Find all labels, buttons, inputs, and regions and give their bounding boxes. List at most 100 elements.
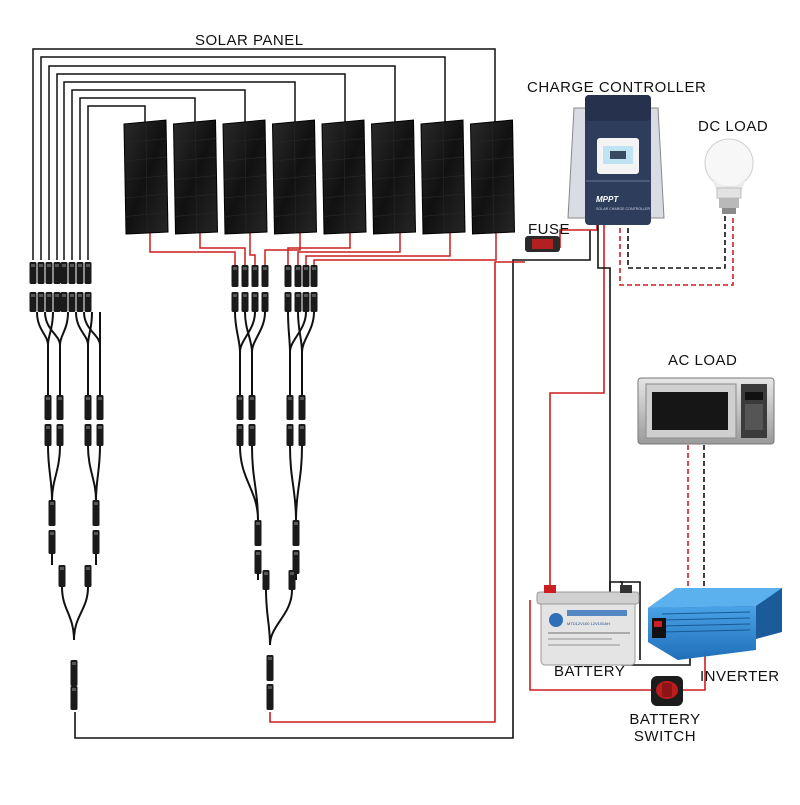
battery-device xyxy=(536,585,640,666)
mc4-connector xyxy=(76,292,84,312)
solar-panels xyxy=(123,119,516,235)
battery-label: BATTERY xyxy=(554,663,626,680)
charge-controller-label: CHARGE CONTROLLER xyxy=(527,79,707,96)
panel-negative-wires xyxy=(32,48,496,260)
mc4-connector xyxy=(284,292,292,312)
mc4-connector xyxy=(302,265,310,287)
solar-panel xyxy=(469,119,516,235)
light-bulb-icon xyxy=(704,138,754,214)
ac-load-wires xyxy=(687,445,705,590)
solar-panel xyxy=(370,119,417,235)
battery-switch-label-line2: SWITCH xyxy=(633,728,697,745)
dc-load-label: DC LOAD xyxy=(698,118,769,135)
solar-panel-label: SOLAR PANEL xyxy=(195,32,304,49)
mc4-connector xyxy=(96,395,104,420)
charge-controller-device xyxy=(567,95,665,225)
mc4-connector xyxy=(261,292,269,312)
mc4-connector xyxy=(92,500,100,526)
mc4-connector xyxy=(37,292,45,312)
inline-fuse xyxy=(525,236,560,252)
solar-panel xyxy=(222,119,268,235)
mc4-connector xyxy=(84,292,92,312)
mc4-connector xyxy=(53,292,61,312)
mc4-connector xyxy=(254,550,262,574)
mc4-connector xyxy=(92,530,100,554)
mc4-connector xyxy=(84,262,92,284)
mc4-connector xyxy=(48,530,56,554)
mc4-connector xyxy=(241,292,249,312)
microwave-icon xyxy=(637,377,775,445)
mc4-connector xyxy=(29,292,37,312)
mc4-connector xyxy=(236,424,244,446)
mc4-connector xyxy=(29,262,37,284)
mc4-connector xyxy=(84,565,92,587)
panel-positive-wires xyxy=(149,230,497,265)
mc4-connector xyxy=(45,262,53,284)
mc4-connector xyxy=(236,395,244,420)
solar-panel xyxy=(271,119,318,235)
mc4-connector xyxy=(76,262,84,284)
solar-panel xyxy=(321,119,367,235)
mc4-connector xyxy=(261,265,269,287)
mc4-connector xyxy=(292,520,300,546)
mc4-connector xyxy=(310,292,318,312)
solar-panel xyxy=(420,119,466,235)
left-branch-connectors xyxy=(29,262,104,710)
controller-subtitle: SOLAR CHARGE CONTROLLER xyxy=(596,207,651,211)
fuse-label: FUSE xyxy=(528,221,571,238)
mc4-connector xyxy=(60,292,68,312)
mc4-connector xyxy=(84,395,92,420)
mc4-connector xyxy=(286,424,294,446)
mc4-connector xyxy=(310,265,318,287)
mc4-connector xyxy=(251,265,259,287)
mc4-connector xyxy=(286,395,294,420)
mc4-connector xyxy=(241,265,249,287)
mc4-connector xyxy=(298,424,306,446)
mc4-connector xyxy=(262,570,270,590)
mc4-connector xyxy=(266,684,274,710)
mc4-connector xyxy=(84,424,92,446)
mc4-connector xyxy=(56,395,64,420)
mc4-connector xyxy=(53,262,61,284)
mc4-connector xyxy=(96,424,104,446)
battery-switch-icon xyxy=(651,676,683,706)
battery-model-text: MTD12V100 12V100AH xyxy=(567,621,610,626)
mc4-connector xyxy=(68,262,76,284)
mc4-connector xyxy=(284,265,292,287)
mc4-connector xyxy=(56,424,64,446)
mc4-connector xyxy=(298,395,306,420)
mc4-connector xyxy=(231,265,239,287)
inverter-device xyxy=(648,588,782,660)
mc4-connector xyxy=(70,686,78,710)
controller-brand: MPPT xyxy=(596,195,619,204)
mc4-connector xyxy=(58,565,66,587)
mc4-connector xyxy=(294,292,302,312)
mc4-connector xyxy=(44,424,52,446)
mc4-connector xyxy=(254,520,262,546)
inverter-label: INVERTER xyxy=(700,668,780,685)
solar-panel xyxy=(172,119,219,235)
mc4-connector xyxy=(48,500,56,526)
battery-switch-label: BATTERY SWITCH xyxy=(618,711,712,745)
mc4-connector xyxy=(60,262,68,284)
mc4-connector xyxy=(68,292,76,312)
mc4-connector xyxy=(294,265,302,287)
mc4-connector xyxy=(251,292,259,312)
mc4-connector xyxy=(266,655,274,681)
right-branch-connectors xyxy=(231,265,318,710)
mc4-connector xyxy=(37,262,45,284)
mc4-connector xyxy=(44,395,52,420)
mc4-connector xyxy=(302,292,310,312)
mc4-connector xyxy=(292,550,300,574)
mc4-connector xyxy=(248,424,256,446)
battery-switch-label-line1: BATTERY xyxy=(629,711,701,728)
mc4-connector xyxy=(231,292,239,312)
mc4-connector xyxy=(288,570,296,590)
mc4-connector xyxy=(248,395,256,420)
solar-panel xyxy=(123,119,169,235)
ac-load-label: AC LOAD xyxy=(668,352,738,369)
dc-load-wires xyxy=(619,215,734,286)
mc4-connector xyxy=(45,292,53,312)
